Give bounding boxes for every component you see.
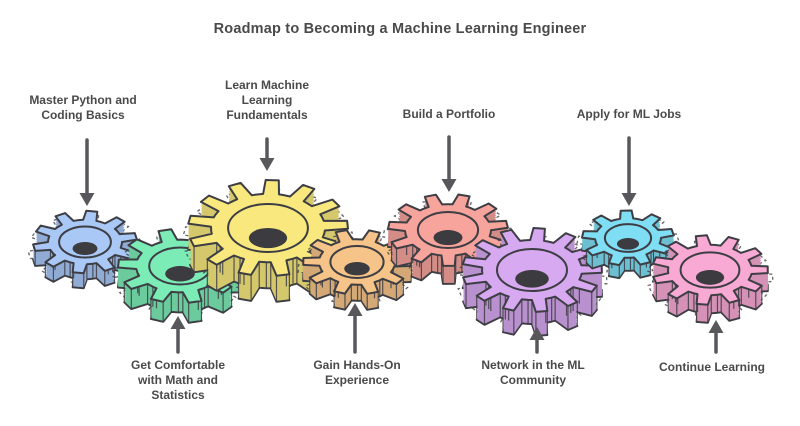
arrow-up-icon <box>347 303 363 354</box>
label-math-statistics: Get Comfortable with Math and Statistics <box>130 358 225 402</box>
label-continue-learning: Continue Learning <box>659 360 765 374</box>
arrow-up-icon <box>529 327 545 354</box>
arrow-down-icon <box>441 135 457 192</box>
arrow-up-icon <box>170 316 186 354</box>
label-master-python: Master Python and Coding Basics <box>29 93 137 122</box>
label-ml-fundamentals: Learn Machine Learning Fundamentals <box>224 78 310 122</box>
diagram-title: Roadmap to Becoming a Machine Learning E… <box>213 21 587 37</box>
arrow-down-icon <box>79 138 95 206</box>
arrow-down-icon <box>259 137 275 171</box>
gear-blue <box>27 209 143 290</box>
gear-purple <box>456 227 608 337</box>
gear-pink <box>647 234 774 324</box>
arrow-down-icon <box>621 136 637 206</box>
label-apply-ml-jobs: Apply for ML Jobs <box>576 107 682 121</box>
label-network-community: Network in the ML Community <box>481 358 585 387</box>
arrow-up-icon <box>708 320 724 354</box>
gear-cyan <box>576 209 680 280</box>
label-build-portfolio: Build a Portfolio <box>402 107 496 121</box>
gear-orange <box>297 229 417 311</box>
label-hands-on-experience: Gain Hands-On Experience <box>313 358 401 387</box>
